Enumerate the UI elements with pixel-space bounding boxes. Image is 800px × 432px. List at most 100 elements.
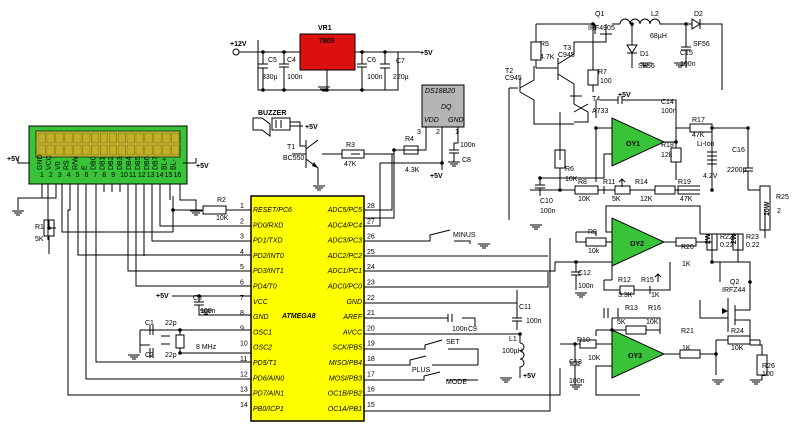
opamp-label-2: OY2 xyxy=(630,241,644,248)
svg-text:Q2: Q2 xyxy=(730,279,739,286)
svg-text:100n: 100n xyxy=(661,108,677,115)
mcu-pin-name: OC1A/PB1 xyxy=(328,406,362,413)
svg-text:R20: R20 xyxy=(681,244,694,251)
svg-text:R5: R5 xyxy=(540,41,549,48)
regulator-part: 7805 xyxy=(319,38,335,45)
svg-text:C945: C945 xyxy=(505,75,522,82)
svg-text:4.7K: 4.7K xyxy=(540,54,555,61)
svg-text:+5V: +5V xyxy=(7,156,20,163)
lcd-char-cell xyxy=(55,132,64,144)
lcd-char-cell xyxy=(126,144,135,156)
svg-text:+5V: +5V xyxy=(156,293,169,300)
svg-text:4.3K: 4.3K xyxy=(405,167,420,174)
opamp-1 xyxy=(611,117,666,167)
svg-text:C8: C8 xyxy=(462,157,471,164)
lcd-pin-number: 13 xyxy=(147,172,155,179)
lcd-pin-number: 5 xyxy=(76,172,80,179)
mcu-pin-number: 20 xyxy=(367,325,375,332)
svg-text:C14: C14 xyxy=(661,99,674,106)
svg-text:R17: R17 xyxy=(692,117,705,124)
svg-text:DQ: DQ xyxy=(441,104,452,111)
svg-text:R21: R21 xyxy=(681,328,694,335)
svg-text:C15: C15 xyxy=(680,50,693,57)
svg-text:100n: 100n xyxy=(287,74,303,81)
svg-text:2: 2 xyxy=(777,208,781,215)
mcu-pin-number: 13 xyxy=(240,387,248,394)
svg-text:47K: 47K xyxy=(680,196,693,203)
svg-text:C945: C945 xyxy=(558,52,575,59)
mcu-pin-number: 6 xyxy=(240,280,244,287)
svg-text:C12: C12 xyxy=(578,270,591,277)
lcd-pin-name: DB2 xyxy=(108,156,115,170)
svg-text:10K: 10K xyxy=(565,176,578,183)
svg-text:2: 2 xyxy=(436,129,440,136)
svg-text:10W: 10W xyxy=(764,201,771,216)
battery-label: Li-Ion xyxy=(697,141,715,148)
lcd-char-cell xyxy=(117,144,126,156)
regulator-ref: VR1 xyxy=(318,25,332,32)
svg-text:C2: C2 xyxy=(145,352,154,359)
svg-text:3: 3 xyxy=(417,129,421,136)
lcd-pin-name: DB6 xyxy=(144,156,151,170)
lcd-char-cell xyxy=(108,132,117,144)
mcu-pin-number: 18 xyxy=(367,356,375,363)
svg-text:+5V: +5V xyxy=(618,92,631,99)
mcu-pin-name: ADC5/PC5 xyxy=(327,207,362,214)
lcd-char-cell xyxy=(64,132,73,144)
mcu-pin-number: 23 xyxy=(367,280,375,287)
svg-text:T1: T1 xyxy=(287,144,295,151)
svg-text:100n: 100n xyxy=(540,208,556,215)
lcd-pins: 1GND2VCC3V04RS5R/W6E7DB08DB19DB210DB311D… xyxy=(37,154,181,179)
svg-text:R26: R26 xyxy=(762,363,775,370)
junction-dots xyxy=(47,22,752,356)
mcu-pin-number: 10 xyxy=(240,341,248,348)
lcd-pin-name: DB4 xyxy=(126,156,133,170)
svg-text:5K: 5K xyxy=(35,236,44,243)
lcd-pin-name: DB5 xyxy=(135,156,142,170)
reset-network xyxy=(43,196,251,254)
lcd-char-cell xyxy=(37,132,46,144)
mcu-pin-number: 19 xyxy=(367,341,375,348)
mcu-pin-name: ADC0/PC0 xyxy=(327,284,362,291)
svg-text:R22: R22 xyxy=(720,234,733,241)
lcd-pin-number: 2 xyxy=(49,172,53,179)
svg-text:C1: C1 xyxy=(145,320,154,327)
mcu-chip xyxy=(250,195,365,422)
mcu-pin-number: 1 xyxy=(240,203,244,210)
svg-text:2W: 2W xyxy=(731,233,738,244)
lcd-pin-number: 14 xyxy=(156,172,164,179)
mcu-pin-name: PD6/AIN0 xyxy=(253,375,284,382)
svg-text:C6: C6 xyxy=(367,57,376,64)
lcd-char-cell xyxy=(37,144,46,156)
svg-text:100: 100 xyxy=(762,371,774,378)
mcu-pin-name: PD5/T1 xyxy=(253,360,277,367)
svg-text:12k: 12k xyxy=(661,152,673,159)
svg-text:1K: 1K xyxy=(682,261,691,268)
svg-text:1K: 1K xyxy=(682,345,691,352)
mcu-pin-name: OSC1 xyxy=(253,329,272,336)
mcu-pin-number: 14 xyxy=(240,402,248,409)
mcu-pin-name: PD3/INT1 xyxy=(253,268,284,275)
svg-text:R12: R12 xyxy=(618,277,631,284)
svg-text:+5V: +5V xyxy=(196,163,209,170)
svg-text:L1: L1 xyxy=(509,336,517,343)
lcd-pin-name: DB1 xyxy=(99,156,106,170)
svg-text:R6: R6 xyxy=(565,166,574,173)
ground-symbols xyxy=(12,62,762,390)
switch-mode: MODE xyxy=(446,379,467,386)
svg-text:C3: C3 xyxy=(193,295,202,302)
svg-text:R13: R13 xyxy=(625,305,638,312)
svg-text:0.22: 0.22 xyxy=(720,242,734,249)
svg-text:0.22: 0.22 xyxy=(746,242,760,249)
svg-text:L2: L2 xyxy=(651,11,659,18)
lcd-char-cell xyxy=(82,144,91,156)
svg-text:2W: 2W xyxy=(705,233,712,244)
svg-text:R3: R3 xyxy=(346,142,355,149)
regulator-ic xyxy=(299,33,356,71)
svg-text:R18: R18 xyxy=(661,142,674,149)
svg-text:100n: 100n xyxy=(452,326,468,333)
inductor-l1 xyxy=(519,342,525,378)
svg-text:1K: 1K xyxy=(651,292,660,299)
mcu-pin-name: AREF xyxy=(342,314,362,321)
lcd-char-cell xyxy=(135,144,144,156)
